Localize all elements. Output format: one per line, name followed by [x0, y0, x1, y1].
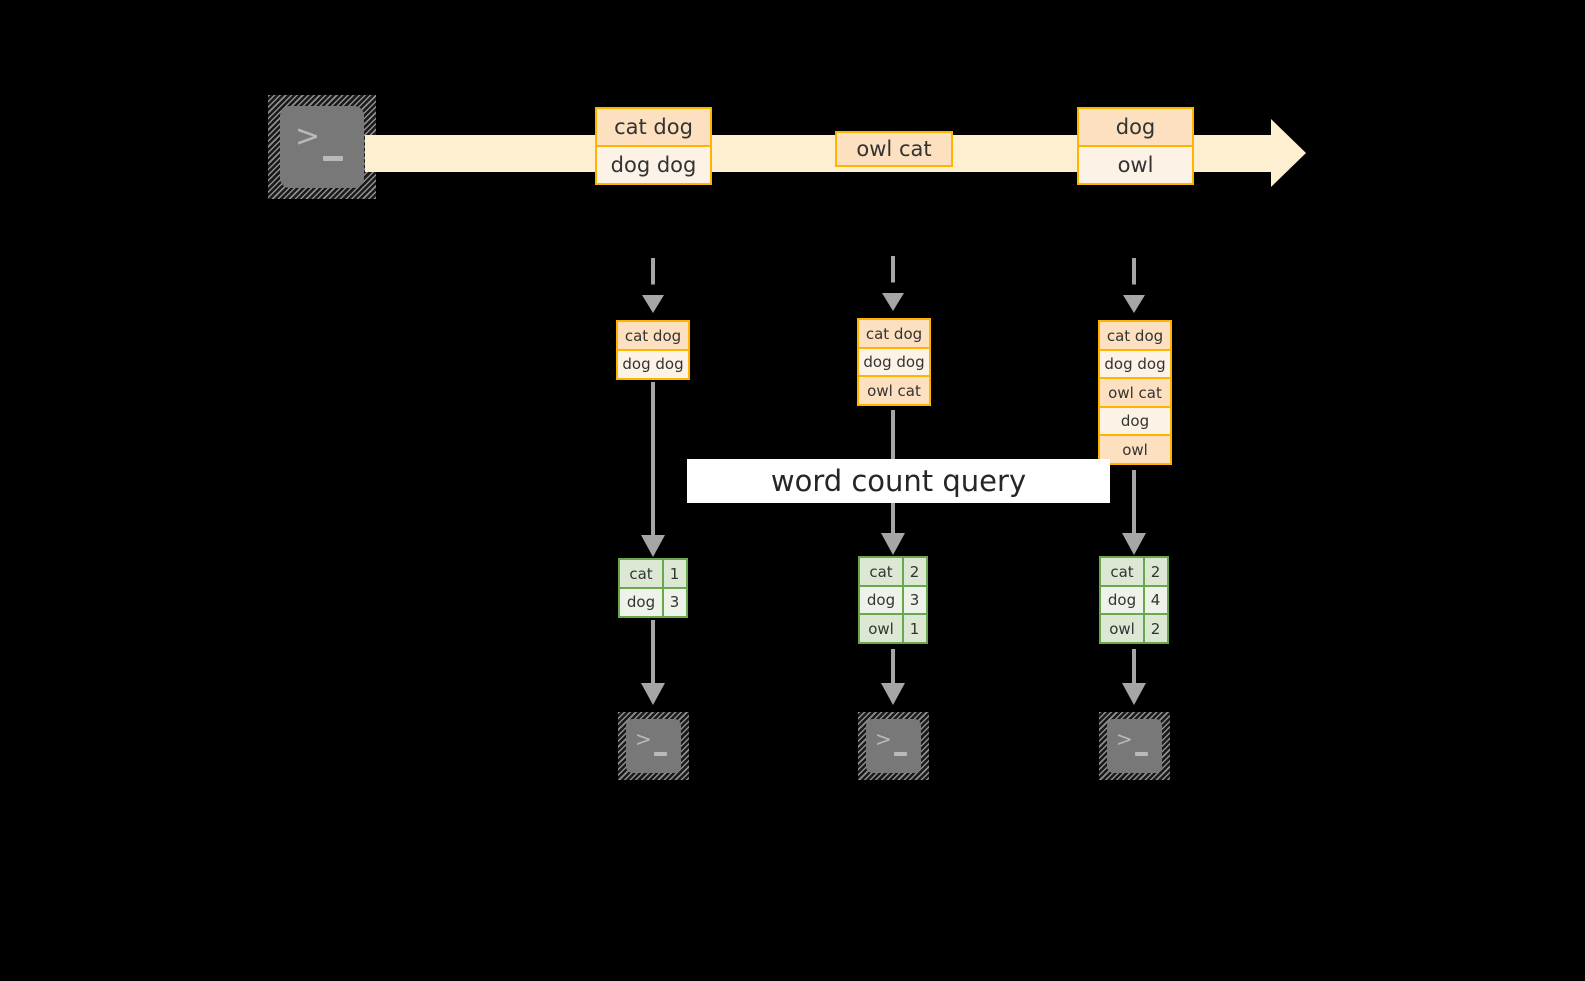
snapshot-2-query-arrowhead-icon — [881, 533, 905, 555]
snapshot-3-output-arrowhead-icon — [1122, 683, 1146, 705]
stream-record-2: owl cat — [835, 131, 953, 167]
stream-arrowhead-icon — [1271, 119, 1306, 187]
word-cell: owl — [1099, 613, 1145, 644]
snapshot-record: dog — [1098, 405, 1172, 437]
word-cell: cat — [1099, 556, 1145, 587]
count-cell: 1 — [661, 558, 688, 589]
snapshot-record: owl cat — [857, 375, 931, 406]
snapshot-1-word-counts: cat 1 dog 3 — [618, 558, 688, 618]
stream-record-line: owl cat — [835, 131, 953, 167]
snapshot-2-records: cat dog dog dog owl cat — [857, 318, 931, 406]
snapshot-record: cat dog — [616, 320, 690, 351]
word-count-row: cat 2 — [858, 556, 928, 587]
snapshot-3-output-connector — [1132, 649, 1136, 688]
snapshot-3-query-connector — [1132, 470, 1136, 540]
snapshot-record: dog dog — [616, 348, 690, 380]
snapshot-record: owl — [1098, 434, 1172, 465]
stream-record-line: cat dog — [595, 107, 712, 147]
terminal-cursor-icon — [323, 156, 343, 161]
word-count-row: dog 4 — [1099, 584, 1169, 616]
snapshot-1-tap-arrowhead-icon — [642, 295, 664, 313]
terminal-screen — [280, 106, 364, 188]
word-cell: dog — [858, 584, 904, 616]
snapshot-3-tap-connector — [1132, 258, 1136, 302]
word-count-row: dog 3 — [858, 584, 928, 616]
snapshot-record: dog dog — [857, 346, 931, 378]
snapshot-3-records: cat dog dog dog owl cat dog owl — [1098, 320, 1172, 465]
count-cell: 2 — [1142, 556, 1169, 587]
stream-record-line: owl — [1077, 144, 1194, 185]
stream-record-line: dog dog — [595, 144, 712, 185]
word-cell: cat — [618, 558, 664, 589]
producer-terminal-icon: > — [268, 95, 376, 199]
snapshot-record: dog dog — [1098, 348, 1172, 380]
count-cell: 1 — [901, 613, 928, 644]
snapshot-1-query-arrowhead-icon — [641, 535, 665, 557]
word-cell: dog — [1099, 584, 1145, 616]
snapshot-record: owl cat — [1098, 377, 1172, 408]
stream-record-3: dog owl — [1077, 107, 1194, 185]
terminal-cursor-icon — [654, 752, 667, 756]
word-count-row: cat 1 — [618, 558, 688, 589]
terminal-screen — [1107, 719, 1162, 773]
consumer-terminal-icon-1: > — [618, 712, 689, 780]
terminal-prompt-chevron-icon: > — [295, 119, 321, 154]
snapshot-2-word-counts: cat 2 dog 3 owl 1 — [858, 556, 928, 644]
terminal-prompt-chevron-icon: > — [635, 727, 652, 751]
terminal-screen — [866, 719, 921, 773]
word-count-row: dog 3 — [618, 586, 688, 618]
terminal-screen — [626, 719, 681, 773]
word-count-row: cat 2 — [1099, 556, 1169, 587]
snapshot-1-tap-connector — [651, 258, 655, 302]
count-cell: 3 — [661, 586, 688, 618]
snapshot-3-tap-arrowhead-icon — [1123, 295, 1145, 313]
snapshot-2-tap-arrowhead-icon — [882, 293, 904, 311]
snapshot-3-word-counts: cat 2 dog 4 owl 2 — [1099, 556, 1169, 644]
word-count-row: owl 1 — [858, 613, 928, 644]
snapshot-1-query-connector — [651, 382, 655, 542]
count-cell: 4 — [1142, 584, 1169, 616]
snapshot-record: cat dog — [857, 318, 931, 349]
terminal-cursor-icon — [894, 752, 907, 756]
word-cell: dog — [618, 586, 664, 618]
snapshot-1-output-arrowhead-icon — [641, 683, 665, 705]
terminal-prompt-chevron-icon: > — [1116, 727, 1133, 751]
snapshot-1-records: cat dog dog dog — [616, 320, 690, 380]
stream-record-1: cat dog dog dog — [595, 107, 712, 185]
snapshot-1-output-connector — [651, 620, 655, 688]
consumer-terminal-icon-2: > — [858, 712, 929, 780]
terminal-cursor-icon — [1135, 752, 1148, 756]
stream-record-line: dog — [1077, 107, 1194, 147]
snapshot-2-output-connector — [891, 649, 895, 688]
count-cell: 3 — [901, 584, 928, 616]
word-count-row: owl 2 — [1099, 613, 1169, 644]
count-cell: 2 — [901, 556, 928, 587]
terminal-prompt-chevron-icon: > — [875, 727, 892, 751]
query-label: word count query — [687, 459, 1110, 503]
count-cell: 2 — [1142, 613, 1169, 644]
snapshot-2-tap-connector — [891, 256, 895, 300]
word-cell: cat — [858, 556, 904, 587]
snapshot-2-output-arrowhead-icon — [881, 683, 905, 705]
consumer-terminal-icon-3: > — [1099, 712, 1170, 780]
snapshot-3-query-arrowhead-icon — [1122, 533, 1146, 555]
word-cell: owl — [858, 613, 904, 644]
snapshot-record: cat dog — [1098, 320, 1172, 351]
